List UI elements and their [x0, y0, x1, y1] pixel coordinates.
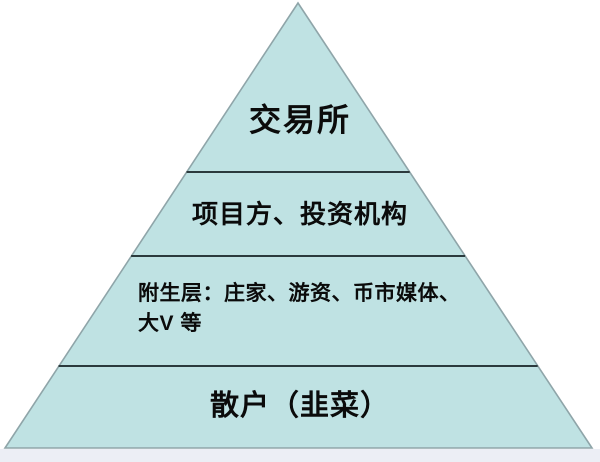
pyramid-outline [3, 1, 594, 449]
base-strip [0, 449, 600, 462]
